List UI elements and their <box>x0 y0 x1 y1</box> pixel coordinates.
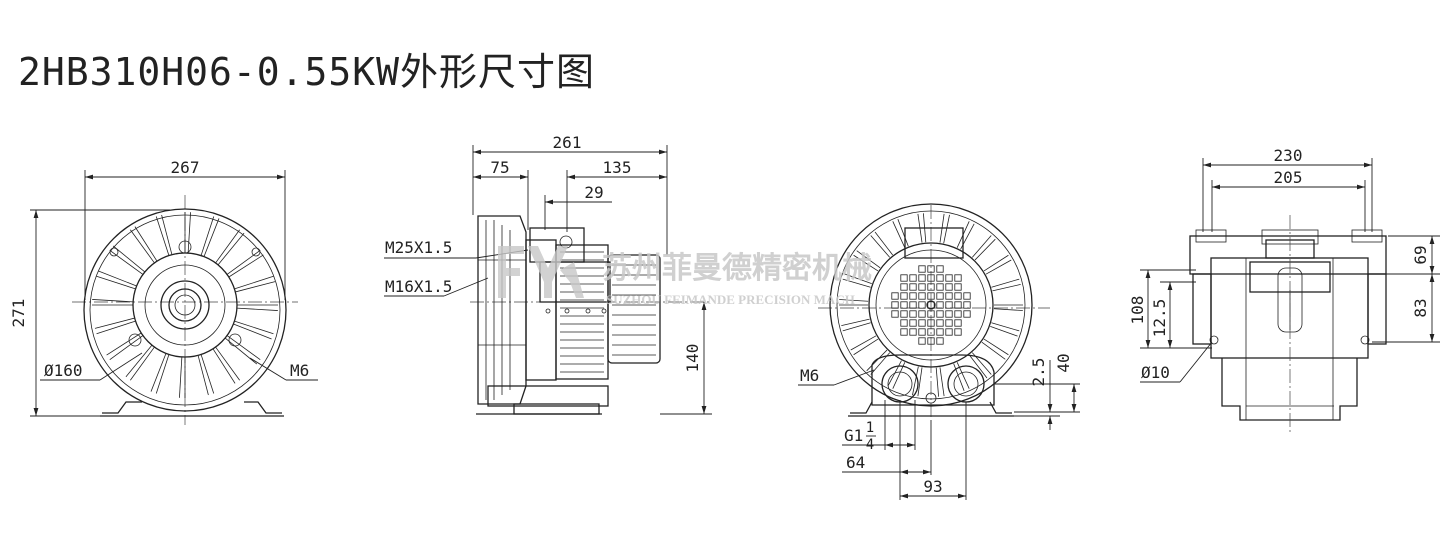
top-mount-width-dim: 205 <box>1274 168 1303 187</box>
rear-port-fraction-numerator: 1 <box>866 420 874 436</box>
rear-port-fraction-denominator: 4 <box>866 437 874 453</box>
side-offset-dim: 29 <box>584 183 603 202</box>
front-thread-label: M6 <box>290 361 309 380</box>
side-motor-dim: 135 <box>603 158 632 177</box>
side-cable-gland-small: M16X1.5 <box>385 277 452 296</box>
top-lower-height-dim: 83 <box>1411 298 1430 317</box>
front-height-dim: 271 <box>9 299 28 328</box>
watermark-chinese: 苏州菲曼德精密机械 <box>602 251 872 286</box>
top-hole-diameter-label: Ø10 <box>1141 363 1170 382</box>
top-mount-height-dim: 108 <box>1128 296 1147 325</box>
rear-port-spacing-dim: 93 <box>923 477 942 496</box>
rear-port-height-dim: 40 <box>1054 353 1073 372</box>
rear-port-offset-dim: 64 <box>846 453 865 472</box>
rear-view: M6 G1 1 4 64 93 2.5 40 <box>798 203 1080 500</box>
top-upper-height-dim: 69 <box>1411 245 1430 264</box>
rear-port-thread: G1 <box>844 426 863 445</box>
side-cable-gland-large: M25X1.5 <box>385 238 452 257</box>
watermark-english: SUZHOU FEIMANDE PRECISION MACH <box>606 292 855 307</box>
front-width-dim: 267 <box>171 158 200 177</box>
side-flange-dim: 75 <box>490 158 509 177</box>
rear-foot-dim: 2.5 <box>1029 358 1048 387</box>
watermark-logo-icon <box>498 246 584 298</box>
page-title: 2HB310H06-0.55KW外形尺寸图 <box>18 50 596 94</box>
watermark: 苏州菲曼德精密机械 SUZHOU FEIMANDE PRECISION MACH <box>498 246 872 307</box>
rear-thread-label: M6 <box>800 366 819 385</box>
top-mount-step-dim: 12.5 <box>1150 299 1169 338</box>
front-view: 267 271 Ø160 M6 <box>9 158 318 425</box>
side-view: 261 75 135 29 M25X1.5 M16X1.5 140 <box>384 133 712 415</box>
top-view: 230 205 69 83 108 12.5 Ø10 <box>1128 146 1440 435</box>
top-overall-width-dim: 230 <box>1274 146 1303 165</box>
front-diameter-label: Ø160 <box>44 361 83 380</box>
side-center-height-dim: 140 <box>683 344 702 373</box>
side-length-dim: 261 <box>553 133 582 152</box>
